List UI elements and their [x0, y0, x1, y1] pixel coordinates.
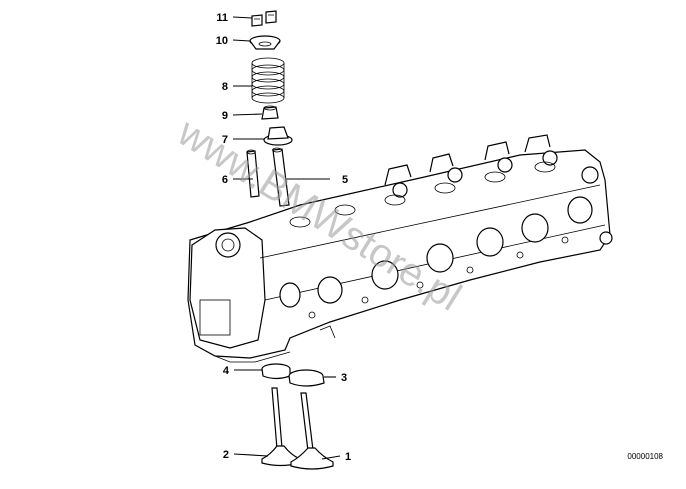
callout-3: 3	[341, 372, 347, 384]
callout-8: 8	[222, 81, 228, 93]
spring-retainer	[249, 35, 281, 50]
callout-9: 9	[222, 110, 228, 122]
valve-keepers	[251, 10, 277, 27]
cylinder-head	[187, 134, 613, 363]
valve-guide-5	[272, 147, 290, 207]
reference-number: 00000108	[627, 452, 663, 461]
exhaust-valve	[261, 387, 301, 467]
callout-7: 7	[222, 134, 228, 146]
callout-11: 11	[216, 12, 228, 24]
callout-10: 10	[216, 35, 228, 47]
valve-guide-6	[246, 149, 260, 198]
valve-stem-seal	[261, 105, 279, 120]
callout-6: 6	[222, 174, 228, 186]
valve-seat-ring-4	[261, 363, 291, 380]
callout-5: 5	[342, 174, 348, 186]
spring-seat	[263, 126, 293, 146]
valve-spring	[251, 57, 285, 104]
callout-4: 4	[223, 365, 230, 377]
intake-valve	[290, 392, 334, 470]
valve-seat-ring-3	[288, 369, 325, 387]
leader-lines	[232, 16, 341, 460]
callout-2: 2	[223, 449, 229, 461]
port-row	[279, 196, 593, 308]
callout-labels: 11 10 8 9 7 6 5 4 3 2 1	[216, 12, 351, 463]
callout-1: 1	[345, 451, 351, 463]
